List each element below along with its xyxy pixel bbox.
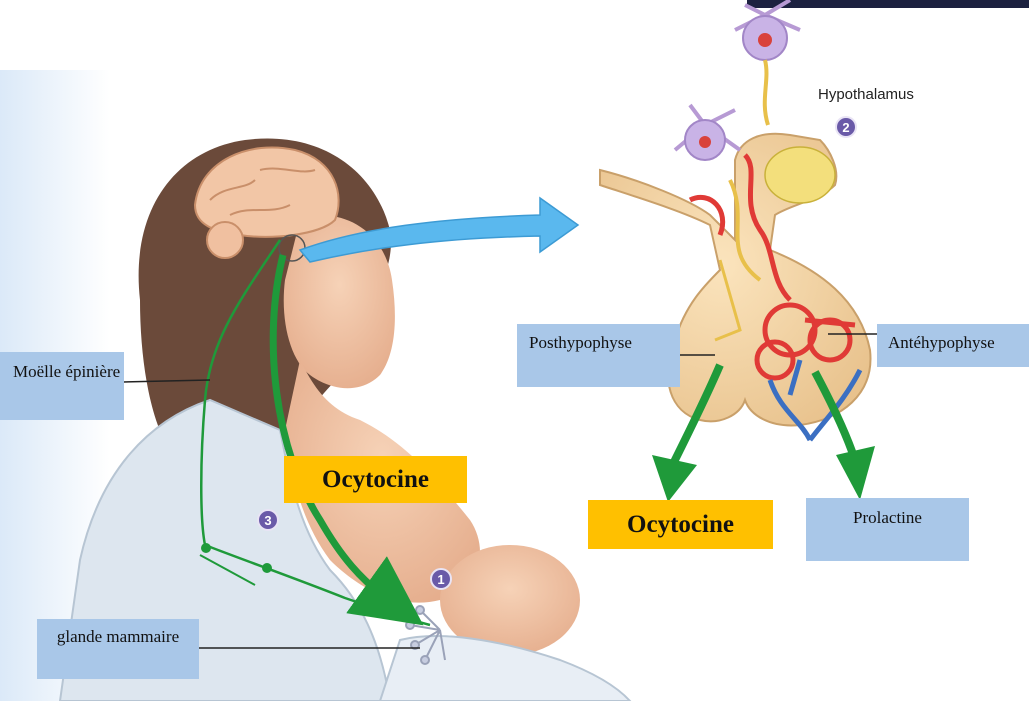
step-badge-2: 2: [835, 116, 857, 138]
step-badge-3: 3: [257, 509, 279, 531]
label-glande-mammaire: glande mammaire: [37, 619, 199, 679]
hormone-ocytocine-right: Ocytocine: [588, 500, 773, 549]
hypothalamic-neuron-top: [735, 0, 800, 125]
label-prolactine: Prolactine: [806, 498, 969, 561]
hypothalamic-neuron-left: [675, 105, 740, 160]
cerebellum: [207, 222, 243, 258]
step-badge-1: 1: [430, 568, 452, 590]
label-moelle-epiniere: Moëlle épinière: [0, 352, 124, 420]
ocytocine-arrow-right-head: [652, 455, 697, 502]
label-hypothalamus: Hypothalamus: [818, 86, 914, 103]
prolactine-arrow-head: [836, 446, 875, 500]
hormone-ocytocine-left: Ocytocine: [284, 456, 467, 503]
label-antehypophyse: Antéhypophyse: [877, 324, 1029, 367]
label-posthypophyse: Posthypophyse: [517, 324, 680, 387]
